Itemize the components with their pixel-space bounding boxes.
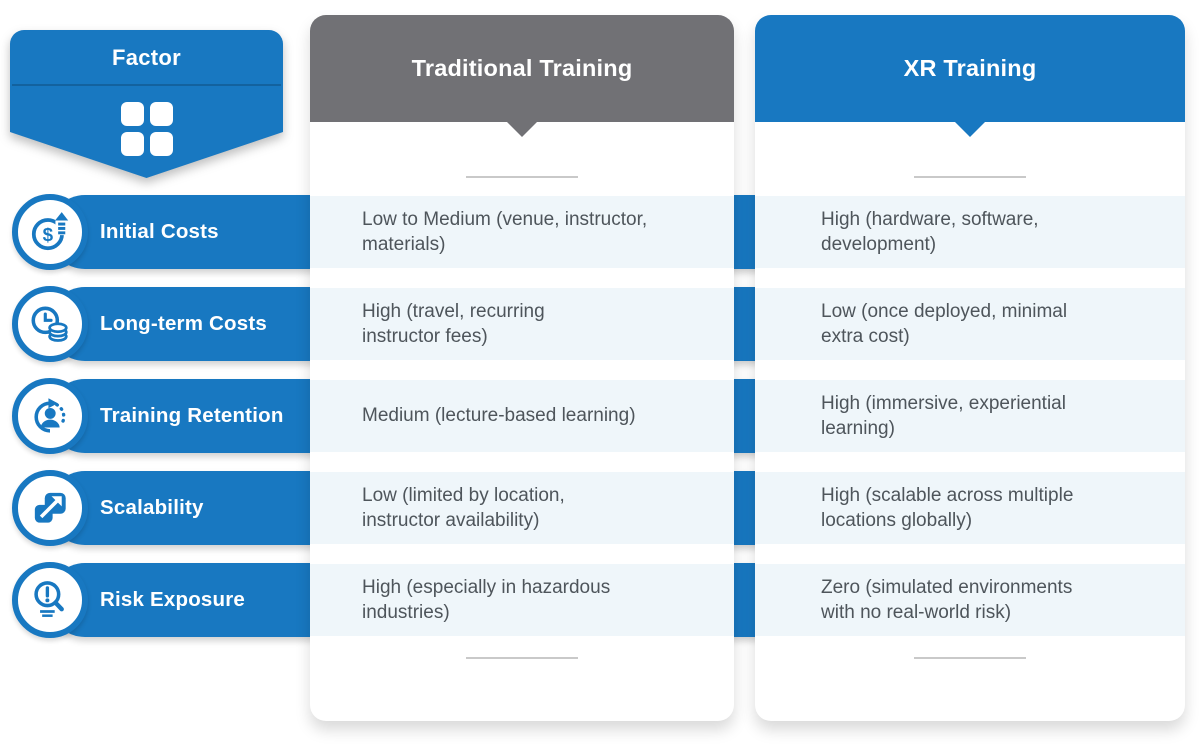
factor-label: Risk Exposure [100, 588, 246, 611]
comparison-cell: High (travel, recurring instructor fees) [310, 288, 734, 360]
comparison-cell: Medium (lecture-based learning) [310, 380, 734, 452]
cell-text: Medium (lecture-based learning) [362, 405, 636, 427]
cell-text: Low (once deployed, minimal extra cost) [821, 300, 1068, 347]
factor-row-risk-exposure: Risk Exposure [12, 562, 310, 638]
factor-icon-circle [12, 378, 88, 454]
risk-magnifier-icon [34, 581, 64, 617]
cell-text: High (immersive, experiential learning) [821, 392, 1066, 439]
comparison-cell: Zero (simulated environments with no rea… [755, 564, 1185, 636]
header-caret [955, 122, 985, 137]
comparison-cell: Low to Medium (venue, instructor, materi… [310, 196, 734, 268]
factor-row-initial-costs: $ Initial Costs [12, 194, 310, 270]
comparison-cell: High (especially in hazardous industries… [310, 564, 734, 636]
factor-label: Scalability [100, 496, 204, 519]
factor-icon-circle [12, 470, 88, 546]
grid-icon [120, 102, 173, 156]
cell-text: High (travel, recurring instructor fees) [362, 300, 545, 347]
factor-label: Long-term Costs [100, 312, 267, 335]
cell-text: Low (limited by location, instructor ava… [362, 484, 565, 531]
header-caret [507, 122, 537, 137]
factor-label: Initial Costs [100, 220, 219, 243]
factor-label: Training Retention [100, 404, 284, 427]
factor-banner-shape [10, 30, 283, 178]
rising-cost-icon: $ [31, 210, 69, 251]
factor-row-long-term-costs: Long-term Costs [12, 286, 310, 362]
comparison-cell: High (immersive, experiential learning) [755, 380, 1185, 452]
divider-line [466, 657, 578, 659]
traditional-header-title: Traditional Training [411, 55, 633, 81]
svg-text:$: $ [43, 224, 54, 245]
scale-arrow-icon [34, 492, 66, 523]
xr-training-card: XR Training High (hardware, software, de… [755, 15, 1185, 721]
cell-text: High (hardware, software, development) [821, 208, 1039, 255]
person-refresh-icon [34, 398, 66, 433]
cell-text: Zero (simulated environments with no rea… [821, 576, 1073, 623]
cell-text: Low to Medium (venue, instructor, materi… [362, 208, 648, 255]
factor-icon-circle: $ [12, 194, 88, 270]
cell-text: High (scalable across multiple locations… [821, 484, 1074, 531]
divider-line [914, 176, 1026, 178]
comparison-cell: High (hardware, software, development) [755, 196, 1185, 268]
traditional-training-card: Traditional Training Low to Medium (venu… [310, 15, 734, 721]
factor-header-banner: Factor [10, 30, 283, 178]
xr-card-header: XR Training [755, 15, 1185, 122]
divider-line [466, 176, 578, 178]
clock-coins-icon [31, 306, 68, 342]
cell-text: High (especially in hazardous industries… [362, 576, 611, 623]
divider-line [914, 657, 1026, 659]
factor-header-title: Factor [111, 44, 182, 70]
comparison-cell: Low (once deployed, minimal extra cost) [755, 288, 1185, 360]
traditional-card-header: Traditional Training [310, 15, 734, 122]
comparison-cell: Low (limited by location, instructor ava… [310, 472, 734, 544]
factor-icon-circle [12, 562, 88, 638]
factor-icon-circle [12, 286, 88, 362]
factor-row-training-retention: Training Retention [12, 378, 310, 454]
factor-row-scalability: Scalability [12, 470, 310, 546]
comparison-cell: High (scalable across multiple locations… [755, 472, 1185, 544]
xr-header-title: XR Training [903, 55, 1037, 81]
